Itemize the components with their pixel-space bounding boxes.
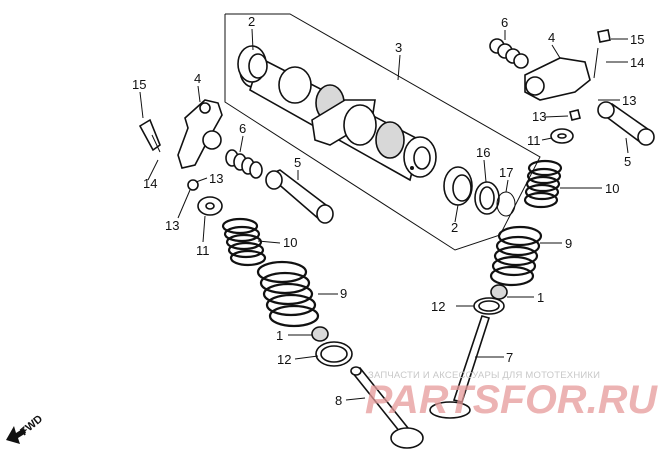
watermark-caption: ЗАПЧАСТИ И АКСЕССУАРЫ ДЛЯ МОТОТЕХНИКИ [368,370,600,381]
circlip-17 [496,191,516,217]
ring-16 [474,181,500,215]
adjust-screw-left [138,118,161,153]
callout-14-left: 14 [143,176,157,191]
callout-4-right: 4 [548,30,555,45]
valve-7 [429,315,491,419]
valve-8 [350,366,424,449]
callout-7: 7 [506,350,513,365]
valve-spring-10-left [221,217,267,267]
callout-11-right: 11 [527,133,541,148]
rocker-shaft-left [265,169,334,224]
camshaft [239,52,437,182]
callout-12-left: 12 [277,352,291,367]
callout-1-left: 1 [276,328,283,343]
washer-11-right [550,128,574,144]
leader-lines [139,28,629,401]
seal-12-right [473,297,505,315]
callout-10-right: 10 [605,181,619,196]
callout-14-right: 14 [630,55,644,70]
callout-5-left: 5 [294,155,301,170]
callout-15-right: 15 [630,32,644,47]
callout-4-left: 4 [194,71,201,86]
watermark: ЗАПЧАСТИ И АКСЕССУАРЫ ДЛЯ МОТОТЕХНИКИ PA… [365,370,658,422]
callout-9-right: 9 [565,236,572,251]
spring-6-left [225,149,263,179]
callout-3: 3 [395,40,402,55]
callout-13-right-bottom: 13 [532,109,546,124]
forward-direction-indicator: FWD [6,413,45,444]
callout-2-bottom: 2 [451,220,458,235]
valve-spring-9-right [489,225,543,287]
bearing-left [237,45,268,83]
callout-13-right-top: 13 [622,93,636,108]
callout-16: 16 [476,145,490,160]
callout-1-right: 1 [537,290,544,305]
adjust-screw-right [593,29,611,79]
callout-6-left: 6 [239,121,246,136]
cotter-1-right [490,284,508,300]
callout-11-left: 11 [196,243,210,258]
cotter-1-left [311,326,329,342]
watermark-logo: PARTSFOR.RU [365,378,658,422]
callout-5-right: 5 [624,154,631,169]
spring-6-right [489,38,529,69]
callout-17: 17 [499,165,513,180]
callout-13-left-top: 13 [209,171,223,186]
callout-2-top: 2 [248,14,255,29]
callout-13-left-bottom: 13 [165,218,179,233]
callout-9-left: 9 [340,286,347,301]
callout-10-left: 10 [283,235,297,250]
washer-11-left [197,196,223,216]
callout-12-right: 12 [431,299,445,314]
rocker-shaft-right [597,101,655,146]
bearing-right [443,166,473,206]
callout-labels: 2 3 4 15 14 6 5 13 13 11 10 9 1 12 8 2 1… [132,14,644,408]
callout-15-left: 15 [132,77,146,92]
rocker-arm-left [177,99,223,169]
forward-label: FWD [18,413,45,438]
nut-13-left [187,179,199,191]
valve-spring-10-right [523,159,563,209]
forward-arrow-icon [6,426,26,444]
callout-8: 8 [335,393,342,408]
seal-12-left [315,341,353,367]
nut-13-right [569,109,581,121]
callout-6-right: 6 [501,15,508,30]
valve-spring-9-left [256,260,320,328]
rocker-arm-right [524,57,591,101]
